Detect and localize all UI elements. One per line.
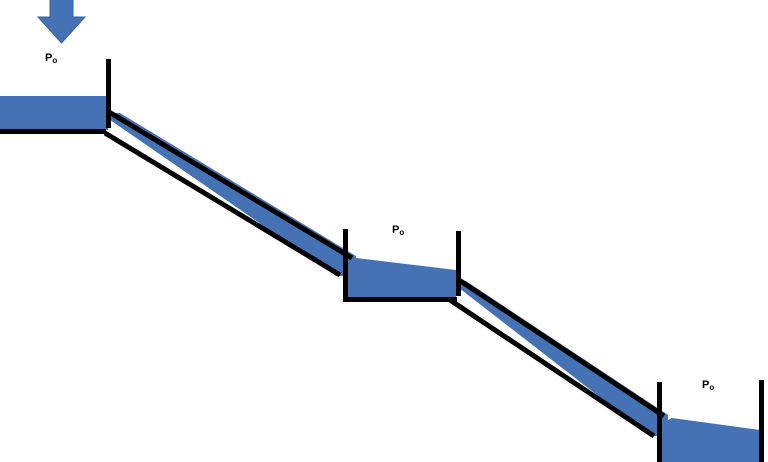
down-arrow-icon <box>36 0 87 44</box>
reservoir-2-water <box>344 258 456 298</box>
reservoir-1-water <box>0 96 108 130</box>
reservoir-2-pressure-subscript: o <box>399 228 405 237</box>
reservoir-2-pressure-symbol: P <box>392 224 400 236</box>
applied-pressure-arrow <box>36 0 87 44</box>
fluid-body-group <box>0 96 760 462</box>
reservoir-1-pressure-symbol: P <box>45 52 53 64</box>
pipe-2-upper-wall <box>457 277 666 419</box>
reservoir-1-pressure-label: Po <box>45 52 58 65</box>
reservoir-2-pressure-label: Po <box>392 224 405 237</box>
reservoir-1-pressure-subscript: o <box>52 56 58 65</box>
pipe-1-upper-wall <box>107 109 354 261</box>
reservoir-3-pressure-symbol: P <box>702 379 710 391</box>
reservoir-3-pressure-label: Po <box>702 379 715 392</box>
pipe-2-lower-wall <box>448 297 656 439</box>
pipe-1-water <box>100 113 356 276</box>
reservoir-3-pressure-subscript: o <box>709 383 715 392</box>
pipe-2-water <box>450 281 668 436</box>
pipe-1-lower-wall <box>103 130 342 278</box>
reservoir-3-water <box>660 418 760 462</box>
structure-walls-group <box>0 59 764 462</box>
